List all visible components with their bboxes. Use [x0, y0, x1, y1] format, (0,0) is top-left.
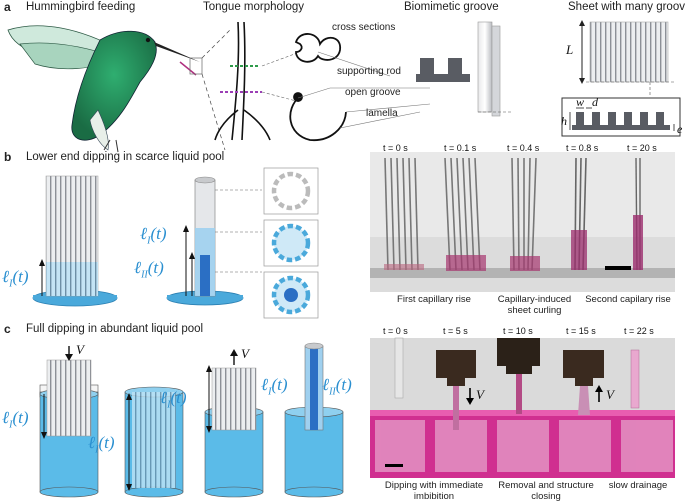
photo-b-strip — [370, 152, 675, 292]
label-open-groove: open groove — [345, 87, 401, 98]
single-groove-3d — [477, 21, 512, 117]
c-velocity-2: V — [241, 346, 249, 361]
cross-section-2 — [289, 92, 347, 141]
title-tongue-morphology: Tongue morphology — [203, 1, 305, 13]
panel-a-label: a — [4, 0, 11, 14]
groove-sheet-3d — [579, 20, 676, 97]
sheet-profile-box — [561, 97, 681, 137]
c-velocity-1: V — [76, 342, 84, 357]
c-time-4: t = 22 s — [624, 326, 654, 336]
c-math-l1: ℓI(t) — [2, 408, 29, 431]
dim-w: w — [576, 95, 585, 109]
section-inset-center — [263, 271, 319, 319]
b-time-2: t = 0.4 s — [507, 143, 540, 153]
c-time-1: t = 5 s — [443, 326, 468, 336]
panel-b-title: Lower end dipping in scarce liquid pool — [26, 151, 225, 163]
hummingbird-illustration — [7, 25, 203, 153]
b-tube-schematic — [166, 176, 262, 306]
b-time-0: t = 0 s — [383, 143, 408, 153]
cross-section-1 — [294, 33, 341, 63]
panel-c-label: c — [4, 322, 11, 336]
b-caption-1: Capillary-induced sheet curling — [497, 294, 572, 316]
b-sheet-schematic — [32, 175, 118, 307]
section-inset-filled — [263, 219, 319, 267]
section-inset-empty — [263, 167, 319, 215]
c-math-l4: ℓI(t) — [261, 375, 288, 398]
b-caption-2: Second capilary rise — [585, 294, 671, 305]
dim-d: d — [592, 95, 598, 109]
c-time-0: t = 0 s — [383, 326, 408, 336]
c-math-l5: ℓII(t) — [322, 375, 352, 398]
title-hummingbird-feeding: Hummingbird feeding — [26, 1, 136, 13]
tongue-illustration — [214, 21, 271, 141]
c-stage-1 — [39, 346, 99, 498]
c-math-l2: ℓI(t) — [88, 433, 115, 456]
c-time-2: t = 10 s — [503, 326, 533, 336]
title-biomimetic-groove: Biomimetic groove — [404, 1, 499, 13]
c-math-l3: ℓI(t) — [160, 388, 187, 411]
b-math-l2: ℓI(t) — [140, 224, 167, 247]
label-supporting-rod: supporting rod — [337, 66, 401, 77]
c-velocity-4: V — [606, 387, 614, 402]
c-velocity-3: V — [476, 387, 484, 402]
c-stage-2 — [124, 386, 184, 498]
panel-c-title: Full dipping in abundant liquid pool — [26, 323, 204, 335]
dim-h: h — [561, 114, 567, 128]
dim-e: e — [677, 122, 683, 136]
c-caption-1: Removal and structure closing — [498, 480, 594, 502]
c-stage-3 — [204, 349, 264, 498]
label-cross-sections: cross sections — [332, 22, 396, 33]
c-stage-4 — [284, 342, 344, 498]
title-sheet-many-grooves: Sheet with many grooves — [568, 1, 685, 13]
b-math-l1: ℓI(t) — [2, 267, 29, 290]
dim-L: L — [566, 42, 574, 57]
panel-b-label: b — [4, 150, 12, 164]
c-caption-0: Dipping with immediate imbibition — [384, 480, 484, 502]
b-time-1: t = 0.1 s — [444, 143, 477, 153]
photo-c-strip — [370, 337, 675, 478]
label-lamella: lamella — [366, 108, 398, 119]
b-caption-0: First capillary rise — [397, 294, 471, 305]
b-time-4: t = 20 s — [627, 143, 657, 153]
c-time-3: t = 15 s — [566, 326, 596, 336]
c-caption-2: slow drainage — [608, 480, 668, 491]
b-time-3: t = 0.8 s — [566, 143, 599, 153]
b-math-l3: ℓII(t) — [134, 258, 164, 281]
groove-profile — [416, 58, 470, 82]
